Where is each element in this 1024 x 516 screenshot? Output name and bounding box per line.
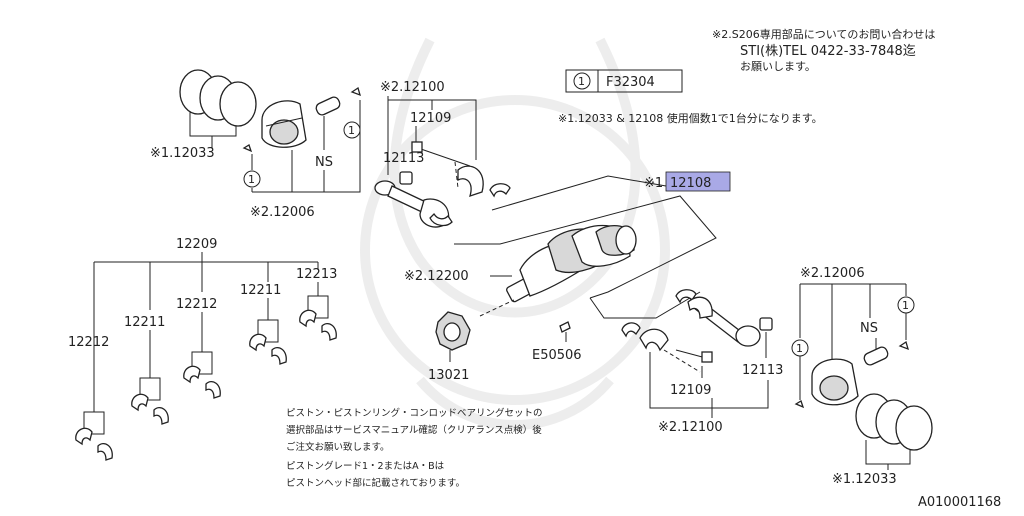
label-rod-right: ※2.12100 — [658, 420, 723, 435]
circle-one-left-a: 1 — [248, 173, 255, 186]
label-bear-d: 12211 — [240, 283, 281, 298]
label-rod-left: ※2.12100 — [380, 80, 445, 95]
rod-bearing-right[interactable] — [621, 289, 697, 338]
rod-nut-left[interactable] — [399, 171, 413, 185]
label-bear-a: 12212 — [68, 335, 109, 350]
label-ring-left: ※1.12033 — [150, 146, 215, 161]
crankshaft[interactable] — [506, 224, 637, 303]
note-sti-line3: お願いします。 — [740, 60, 816, 73]
circle-one-right-b: 1 — [796, 342, 803, 355]
note-jp-line1: ピストン・ピストンリング・コンロッドベアリングセットの — [286, 407, 543, 419]
rod-nut-right[interactable] — [759, 317, 773, 331]
rod-cap-right[interactable] — [639, 328, 701, 373]
clip-right[interactable] — [794, 340, 909, 409]
label-bolt-right: 12109 — [670, 383, 711, 398]
reference-box: 1 F32304 — [565, 69, 683, 93]
label-bear-b: 12211 — [124, 315, 165, 330]
connecting-rod-right[interactable] — [687, 296, 761, 347]
main-bearing-b[interactable] — [131, 377, 169, 425]
circle-one-left-b: 1 — [348, 124, 355, 137]
rod-bearing-left[interactable] — [429, 183, 511, 227]
note-sti-line1: ※2.S206専用部品についてのお問い合わせは — [712, 27, 935, 41]
label-ring-right: ※1.12033 — [832, 472, 897, 487]
piston-left[interactable] — [261, 100, 307, 148]
main-bearing-e[interactable] — [299, 295, 337, 341]
piston-pin-right[interactable] — [863, 345, 890, 366]
piston-rings-right[interactable] — [855, 393, 933, 451]
ref-code: F32304 — [606, 75, 655, 90]
label-ns-right: NS — [860, 321, 878, 336]
label-sprocket: 13021 — [428, 368, 469, 383]
label-piston-right: ※2.12006 — [800, 266, 865, 281]
note-jp-line5: ピストンヘッド部に記載されております。 — [286, 477, 465, 489]
label-bear-e: 12213 — [296, 267, 337, 282]
label-key: E50506 — [532, 348, 582, 363]
piston-rings-left[interactable] — [179, 69, 257, 127]
ref-circle-one: 1 — [578, 75, 585, 88]
note-jp-line3: ご注文お願い致します。 — [286, 441, 390, 453]
note-jp-line4: ピストングレード1・2またはA・Bは — [286, 460, 445, 472]
note-jp-line2: 選択部品はサービスマニュアル確認（クリアランス点検）後 — [286, 424, 542, 436]
label-nut-right: 12113 — [742, 363, 783, 378]
label-bolt-left: 12109 — [410, 111, 451, 126]
main-bearing-d[interactable] — [249, 319, 287, 365]
label-crank: ※2.12200 — [404, 269, 469, 284]
rod-bolt-right[interactable] — [675, 349, 713, 363]
label-highlight: 12108 — [670, 176, 711, 191]
highlight-box-12108[interactable] — [665, 171, 731, 192]
label-piston-left: ※2.12006 — [250, 205, 315, 220]
label-bearing-group: 12209 — [176, 237, 217, 252]
clip-left[interactable] — [242, 86, 361, 153]
note-quantity: ※1.12033 & 12108 使用個数1で1台分になります。 — [558, 111, 823, 125]
crank-sprocket[interactable] — [435, 311, 471, 351]
piston-pin-left[interactable] — [315, 95, 342, 116]
woodruff-key[interactable] — [559, 321, 571, 333]
piston-right[interactable] — [811, 358, 859, 406]
main-bearing-a[interactable] — [75, 411, 113, 461]
watermark-emblem — [360, 37, 670, 430]
label-bear-c: 12212 — [176, 297, 217, 312]
figure-id: A010001168 — [918, 495, 1001, 510]
label-ns-left: NS — [315, 155, 333, 170]
note-sti-line2: STI(株)TEL 0422-33-7848迄 — [740, 44, 916, 59]
rod-bolt-left[interactable] — [411, 141, 471, 167]
main-bearing-c[interactable] — [183, 351, 221, 399]
circle-one-right-a: 1 — [902, 299, 909, 312]
label-nut-left: 12113 — [383, 151, 424, 166]
rod-cap-left[interactable] — [454, 161, 484, 198]
